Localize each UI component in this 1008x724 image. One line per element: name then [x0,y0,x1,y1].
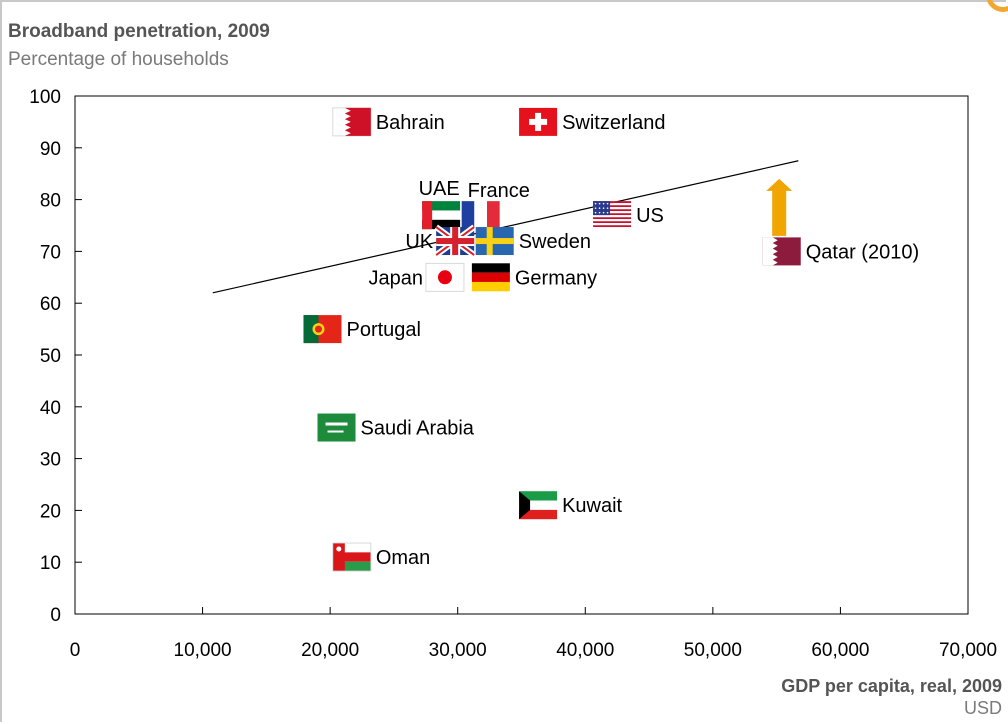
data-point: US [593,201,664,230]
y-tick-label: 20 [40,501,61,522]
data-point: France [461,180,530,230]
x-tick-label: 40,000 [556,640,614,661]
data-point: Japan [368,262,465,292]
data-point: Germany [471,263,597,292]
data-point: Sweden [475,227,591,256]
y-tick-label: 100 [29,87,61,108]
y-tick-label: 40 [40,398,61,419]
data-point: Saudi Arabia [317,413,475,442]
point-label: France [468,180,530,202]
plot-area [74,95,969,615]
y-tick-label: 10 [40,553,61,574]
germany-flag [471,263,510,292]
sweden-flag [475,227,514,256]
point-label: Switzerland [562,112,665,134]
point-label: UK [405,231,433,253]
x-tick-label: 70,000 [939,640,997,661]
data-point: UAE [419,178,461,230]
x-tick-label: 50,000 [684,640,742,661]
y-tick-label: 50 [40,346,61,367]
x-axis-label: GDP per capita, real, 2009 [781,676,1002,696]
point-label: UAE [419,178,460,200]
qatar-flag [762,237,801,266]
y-tick-label: 0 [50,605,61,626]
data-point: UK [405,224,476,258]
portugal-flag [303,315,342,344]
data-point: Qatar (2010) [762,237,919,266]
x-tick-label: 10,000 [174,640,232,661]
chart-title: Broadband penetration, 2009 [8,21,270,42]
data-point: Kuwait [519,491,623,520]
point-label: Sweden [519,231,591,253]
point-label: Saudi Arabia [361,418,475,440]
point-label: Germany [515,267,597,289]
france-flag [461,201,500,230]
kuwait-flag [519,491,558,520]
point-label: Kuwait [562,495,622,517]
point-label: Portugal [346,319,421,341]
data-point: Portugal [303,315,421,344]
japan-flag [425,262,465,292]
point-label: Qatar (2010) [806,241,919,263]
x-tick-label: 60,000 [811,640,869,661]
saudi-arabia-flag [317,413,356,442]
x-tick-label: 0 [70,640,81,661]
y-tick-label: 30 [40,450,61,471]
data-point: Oman [332,542,430,572]
chart-subtitle: Percentage of households [8,49,229,70]
x-tick-label: 20,000 [301,640,359,661]
switzerland-flag [519,107,558,136]
uae-flag [422,201,461,230]
bahrain-flag [332,107,372,137]
point-label: US [636,205,664,227]
point-label: Oman [376,547,430,569]
trendline [212,160,799,294]
y-tick-label: 80 [40,191,61,212]
point-label: Bahrain [376,112,445,134]
point-label: Japan [368,267,423,289]
y-tick-label: 60 [40,294,61,315]
x-axis-unit: USD [963,698,1002,718]
us-flag [593,201,632,230]
y-tick-label: 90 [40,139,61,160]
growth-arrow-icon [766,178,793,236]
y-tick-label: 70 [40,242,61,263]
data-point: Bahrain [332,107,445,137]
x-tick-label: 30,000 [429,640,487,661]
uk-flag [434,224,476,258]
oman-flag [332,542,372,572]
data-point: Switzerland [519,107,665,136]
